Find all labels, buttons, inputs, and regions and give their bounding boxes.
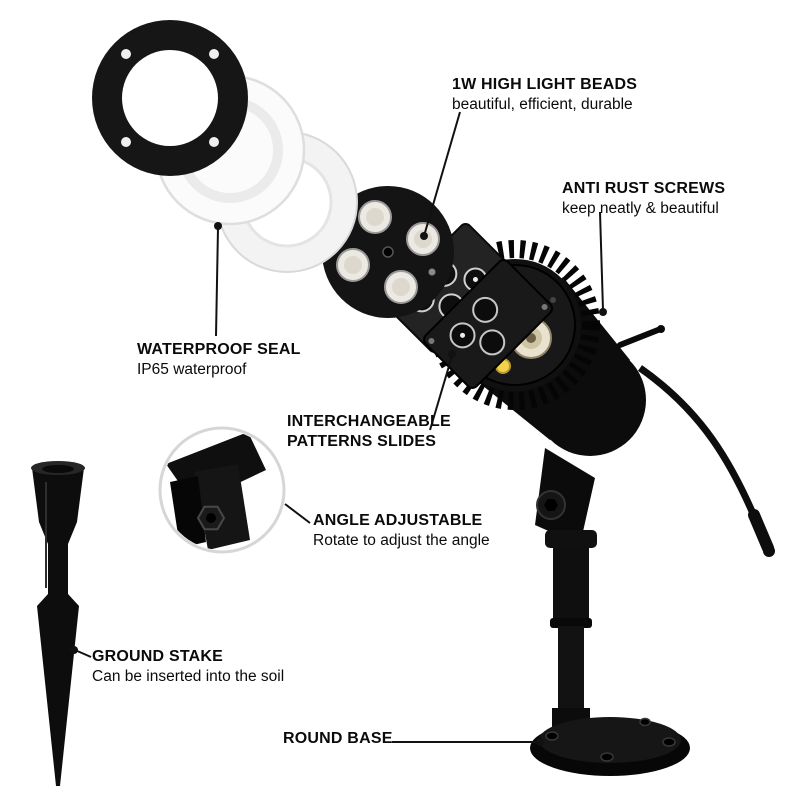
cooling-fins	[430, 240, 600, 410]
callout-title: WATERPROOF SEAL	[137, 341, 301, 358]
ground-stake	[31, 461, 85, 786]
front-cover-ring	[92, 20, 248, 176]
callout-title: INTERCHANGEABLE PATTERNS SLIDES	[287, 413, 451, 450]
callout-title: ANGLE ADJUSTABLE	[313, 512, 483, 529]
callout-anti-rust: ANTI RUST SCREWS keep neatly & beautiful	[562, 180, 725, 218]
leader-waterproof	[215, 227, 219, 337]
callout-title: ROUND BASE	[283, 730, 393, 747]
callout-angle-adjustable: ANGLE ADJUSTABLE Rotate to adjust the an…	[313, 512, 490, 550]
mounting-stem	[535, 448, 597, 742]
callout-desc: keep neatly & beautiful	[562, 200, 719, 217]
pattern-slide-front	[423, 259, 553, 389]
callout-desc: Can be inserted into the soil	[92, 668, 285, 685]
leader-lines	[70, 111, 607, 746]
leader-slides	[429, 355, 453, 431]
callout-light-beads: 1W HIGH LIGHT BEADS beautiful, efficient…	[452, 76, 637, 114]
power-cord	[637, 365, 775, 557]
callout-desc: beautiful, efficient, durable	[452, 96, 633, 113]
callout-pattern-slides: INTERCHANGEABLE PATTERNS SLIDES	[287, 412, 462, 452]
antenna-stub	[617, 327, 661, 348]
callout-desc: Rotate to adjust the angle	[313, 532, 490, 549]
callout-title: ANTI RUST SCREWS	[562, 180, 726, 197]
callout-desc: IP65 waterproof	[137, 361, 247, 378]
angle-knob-magnifier	[158, 426, 286, 554]
leader-angle	[284, 503, 311, 524]
leader-anti-rust	[599, 211, 604, 311]
callout-round-base: ROUND BASE	[283, 730, 393, 748]
callout-title: 1W HIGH LIGHT BEADS	[452, 76, 638, 93]
leader-light-beads	[423, 111, 461, 237]
callout-title: GROUND STAKE	[92, 648, 223, 665]
callout-ground-stake: GROUND STAKE Can be inserted into the so…	[92, 648, 284, 686]
callout-waterproof-seal: WATERPROOF SEAL IP65 waterproof	[137, 341, 301, 379]
round-base	[530, 717, 690, 776]
